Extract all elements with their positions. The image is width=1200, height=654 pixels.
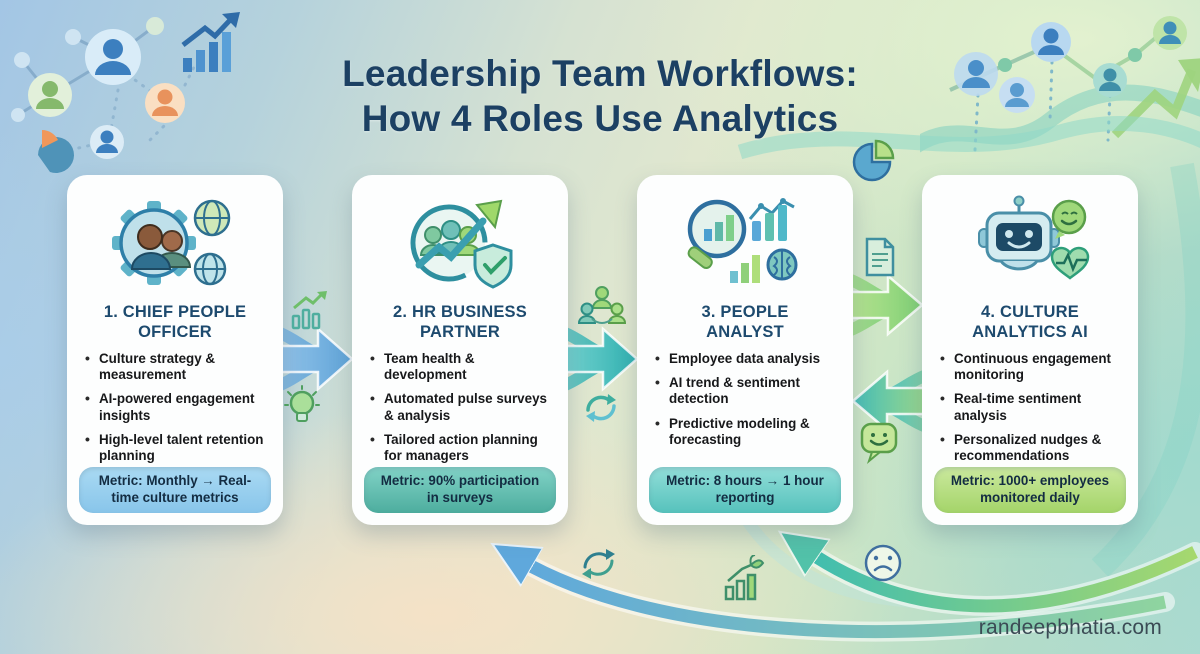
- team-network-icon: [578, 286, 626, 324]
- magnifier-chart-brain-icon: [652, 187, 838, 299]
- card-title: 1. CHIEF PEOPLE OFFICER: [103, 303, 247, 341]
- card-title: 3. PEOPLE ANALYST: [701, 303, 789, 341]
- card-title: 2. HR BUSINESS PARTNER: [393, 303, 527, 341]
- smiley-bubble-icon: [1051, 199, 1087, 239]
- refresh-cycle-icon: [586, 394, 616, 422]
- card-bullets: Continuous engagement monitoring Real-ti…: [937, 350, 1123, 465]
- card-bullets: Culture strategy & measurement AI-powere…: [82, 350, 268, 465]
- avatar: [28, 73, 72, 117]
- bullet-item: Real-time sentiment analysis: [939, 390, 1123, 424]
- avatar: [1153, 16, 1187, 50]
- card-culture-analytics-ai: 4. CULTURE ANALYTICS AI Continuous engag…: [922, 175, 1138, 525]
- gear-people-globe-icon: [82, 187, 268, 299]
- avatar: [1031, 22, 1071, 62]
- document-icon: [865, 237, 895, 277]
- bullet-item: Team health & development: [369, 350, 553, 384]
- title-line-2: How 4 Roles Use Analytics: [361, 97, 839, 139]
- title-line-1: Leadership Team Workflows:: [342, 52, 858, 94]
- people-network-cluster-icon: [11, 12, 240, 174]
- card-bullets: Team health & development Automated puls…: [367, 350, 553, 465]
- pie-chart-icon: [38, 130, 74, 174]
- bullet-item: Predictive modeling & forecasting: [654, 415, 838, 449]
- metric-badge: Metric: Monthly → Real-time culture metr…: [79, 467, 271, 513]
- bullet-item: Culture strategy & measurement: [84, 350, 268, 384]
- bullet-item: Personalized nudges & recommendations: [939, 431, 1123, 465]
- line-chart-icon: [748, 198, 795, 241]
- bar-chart-up-icon: [291, 291, 327, 330]
- small-bars-icon: [730, 255, 760, 283]
- brain-icon: [766, 248, 798, 281]
- bar-chart-up-icon: [181, 12, 240, 72]
- team-growth-shield-icon: [367, 187, 553, 299]
- heart-pulse-icon: [1050, 246, 1090, 280]
- metric-badge: Metric: 8 hours → 1 hour reporting: [649, 467, 841, 513]
- shield-check-icon: [473, 243, 513, 289]
- trend-avatars-cluster-icon: [920, 16, 1200, 153]
- avatar: [1093, 63, 1127, 97]
- robot-icon: [978, 195, 1060, 271]
- bullet-item: Continuous engagement monitoring: [939, 350, 1123, 384]
- bullet-item: Automated pulse surveys & analysis: [369, 390, 553, 424]
- avatar: [999, 77, 1035, 113]
- watermark: randeepbhatia.com: [978, 616, 1162, 639]
- bullet-item: High-level talent retention planning: [84, 431, 268, 465]
- card-chief-people-officer: 1. CHIEF PEOPLE OFFICER Culture strategy…: [67, 175, 283, 525]
- sad-face-icon: [864, 544, 902, 582]
- robot-smiley-heart-icon: [937, 187, 1123, 299]
- smiley-bubble-icon: [860, 422, 898, 464]
- growth-plant-chart-icon: [724, 555, 765, 601]
- globe-icon: [193, 199, 231, 286]
- page-title: Leadership Team Workflows: How 4 Roles U…: [0, 51, 1200, 141]
- avatar: [145, 83, 185, 123]
- card-bullets: Employee data analysis AI trend & sentim…: [652, 350, 838, 449]
- avatar: [85, 29, 141, 85]
- card-people-analyst: 3. PEOPLE ANALYST Employee data analysis…: [637, 175, 853, 525]
- pie-chart-icon: [852, 139, 895, 182]
- bullet-item: AI-powered engagement insights: [84, 390, 268, 424]
- person-icon: [130, 224, 192, 270]
- bullet-item: Tailored action planning for managers: [369, 431, 553, 465]
- lightbulb-icon: [284, 385, 320, 422]
- bullet-item: Employee data analysis: [654, 350, 838, 367]
- magnifier-bars-icon: [687, 199, 747, 270]
- avatar: [954, 52, 998, 96]
- refresh-cycle-icon: [582, 549, 615, 579]
- metric-badge: Metric: 1000+ employees monitored daily: [934, 467, 1126, 513]
- card-hr-business-partner: 2. HR BUSINESS PARTNER Team health & dev…: [352, 175, 568, 525]
- avatar: [90, 125, 124, 159]
- card-title: 4. CULTURE ANALYTICS AI: [972, 303, 1088, 341]
- metric-badge: Metric: 90% participation in surveys: [364, 467, 556, 513]
- bullet-item: AI trend & sentiment detection: [654, 374, 838, 408]
